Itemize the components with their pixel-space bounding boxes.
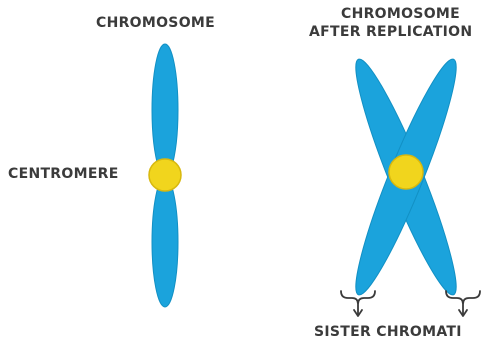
chromatid-upper-arm (152, 44, 178, 176)
chromosome-replicated (343, 53, 470, 301)
label-centromere: CENTROMERE (8, 166, 119, 183)
centromere-dot-replicated (389, 155, 423, 189)
chromatid-lower-arm (152, 177, 178, 307)
label-chromosome-replicated-line1: CHROMOSOME (341, 6, 460, 23)
chromosome-single (149, 44, 181, 307)
label-chromosome: CHROMOSOME (96, 15, 215, 32)
label-sister-chromatids: SISTER CHROMATI (314, 324, 462, 341)
label-after-replication: AFTER REPLICATION (309, 24, 472, 41)
centromere-dot (149, 159, 181, 191)
